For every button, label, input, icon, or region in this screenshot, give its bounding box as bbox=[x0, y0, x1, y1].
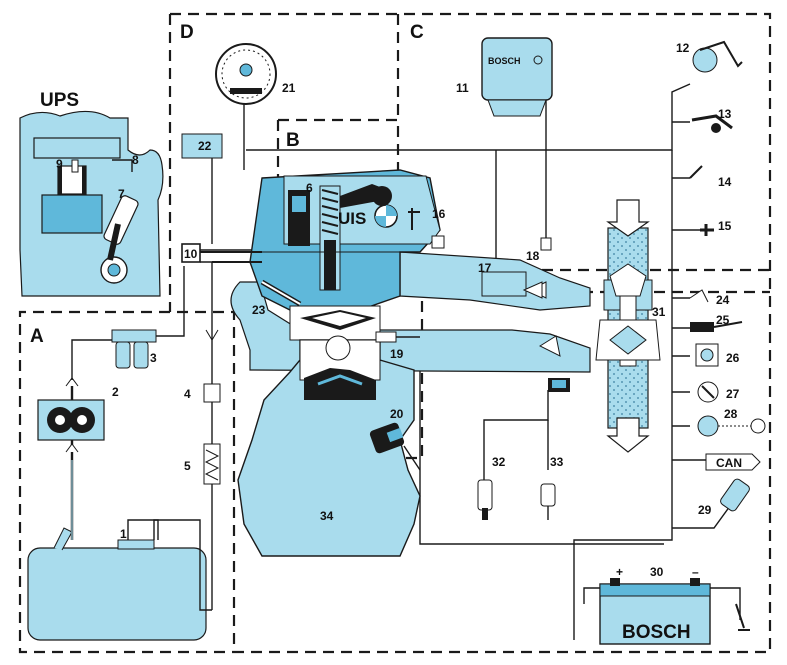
callout-11: 11 bbox=[456, 81, 469, 95]
section-letters: D C B A bbox=[30, 22, 424, 347]
ups-piston bbox=[41, 194, 103, 234]
switch-24 bbox=[689, 289, 709, 303]
ups-label: UPS bbox=[40, 90, 79, 111]
section-a-fuel-supply bbox=[27, 262, 221, 641]
fuel-filter-right bbox=[133, 341, 149, 369]
fuel-filter-left bbox=[115, 341, 131, 369]
speed-sensor bbox=[700, 224, 714, 236]
callout-15: 15 bbox=[718, 219, 732, 233]
callout-18: 18 bbox=[526, 249, 540, 263]
exhaust-outlet-arrow bbox=[606, 417, 650, 453]
lambda-sensor-32 bbox=[477, 479, 493, 511]
can-label: CAN bbox=[716, 456, 742, 470]
section-a-label: A bbox=[30, 326, 44, 347]
lambda-sensors bbox=[477, 479, 556, 520]
ecu-logo: BOSCH bbox=[488, 56, 521, 66]
callout-22: 22 bbox=[198, 139, 212, 153]
air-inlet-arrow bbox=[606, 199, 650, 237]
callout-20: 20 bbox=[390, 407, 404, 421]
ecu-control-unit bbox=[481, 37, 553, 101]
callout-5: 5 bbox=[184, 459, 191, 473]
filler-neck bbox=[53, 527, 73, 551]
callout-33: 33 bbox=[550, 455, 564, 469]
section-b-engine: UIS bbox=[200, 169, 591, 557]
callout-19: 19 bbox=[390, 347, 404, 361]
battery: BOSCH + – bbox=[599, 565, 750, 645]
ups-nozzle bbox=[71, 159, 79, 173]
battery-plus: + bbox=[616, 565, 623, 579]
camshaft-sensor bbox=[375, 331, 397, 343]
callout-27: 27 bbox=[726, 387, 740, 401]
callout-14: 14 bbox=[718, 175, 732, 189]
turbocharger bbox=[548, 199, 661, 453]
callout-numbers: 1 2 3 4 5 6 7 8 9 10 11 12 13 14 15 16 1… bbox=[56, 41, 740, 579]
exhaust-flow-arrow bbox=[538, 335, 561, 357]
ups-pump-unit bbox=[103, 195, 139, 245]
callout-30: 30 bbox=[650, 565, 664, 579]
callout-7: 7 bbox=[118, 187, 125, 201]
filter-head bbox=[111, 329, 157, 343]
callout-12: 12 bbox=[676, 41, 690, 55]
section-d bbox=[181, 43, 277, 263]
turbine-wheel bbox=[609, 325, 647, 355]
ups-head bbox=[33, 137, 121, 159]
battery-logo: BOSCH bbox=[622, 622, 691, 643]
section-c-label: C bbox=[410, 22, 424, 43]
compressor-wheel bbox=[609, 263, 647, 297]
boundary-outer bbox=[18, 12, 772, 654]
callout-16: 16 bbox=[432, 207, 446, 221]
callout-21: 21 bbox=[282, 81, 296, 95]
section-b-label: B bbox=[286, 130, 300, 151]
sensor-33 bbox=[540, 483, 556, 507]
callout-4: 4 bbox=[184, 387, 191, 401]
callout-29: 29 bbox=[698, 503, 712, 517]
callout-28: 28 bbox=[724, 407, 738, 421]
callout-34: 34 bbox=[320, 509, 334, 523]
boost-pressure-sensor bbox=[540, 237, 552, 251]
callout-8: 8 bbox=[132, 153, 139, 167]
callout-26: 26 bbox=[726, 351, 740, 365]
wiring-harness bbox=[200, 83, 741, 640]
ups-fuel-line bbox=[112, 159, 133, 172]
callout-24: 24 bbox=[716, 293, 730, 307]
callout-6: 6 bbox=[306, 181, 313, 195]
brake-switch bbox=[689, 165, 703, 179]
callout-23: 23 bbox=[252, 303, 266, 317]
uis-label: UIS bbox=[338, 209, 366, 228]
clutch-switch bbox=[691, 114, 733, 130]
callout-9: 9 bbox=[56, 157, 63, 171]
battery-minus: – bbox=[692, 565, 699, 579]
immobilizer bbox=[697, 415, 719, 437]
callout-1: 1 bbox=[120, 527, 127, 541]
section-d-label: D bbox=[180, 22, 194, 43]
callout-13: 13 bbox=[718, 107, 732, 121]
callout-25: 25 bbox=[716, 313, 730, 327]
piston bbox=[304, 368, 376, 400]
diagnostic-connector bbox=[720, 478, 750, 512]
callout-2: 2 bbox=[112, 385, 119, 399]
callout-10: 10 bbox=[184, 247, 198, 261]
sensor-25 bbox=[690, 322, 714, 332]
tank-sender bbox=[117, 539, 155, 550]
callout-3: 3 bbox=[150, 351, 157, 365]
glow-control-unit bbox=[181, 133, 223, 159]
ground-symbol bbox=[735, 603, 750, 631]
callout-17: 17 bbox=[478, 261, 492, 275]
fuel-tank bbox=[27, 547, 207, 641]
temperature-sensor bbox=[203, 383, 221, 403]
can-bus-connector bbox=[705, 453, 761, 471]
callout-31: 31 bbox=[652, 305, 666, 319]
callout-32: 32 bbox=[492, 455, 506, 469]
accelerator-pedal-sensor bbox=[692, 47, 718, 73]
intake-throttle bbox=[481, 271, 527, 297]
ups-inset: UPS bbox=[19, 90, 164, 297]
